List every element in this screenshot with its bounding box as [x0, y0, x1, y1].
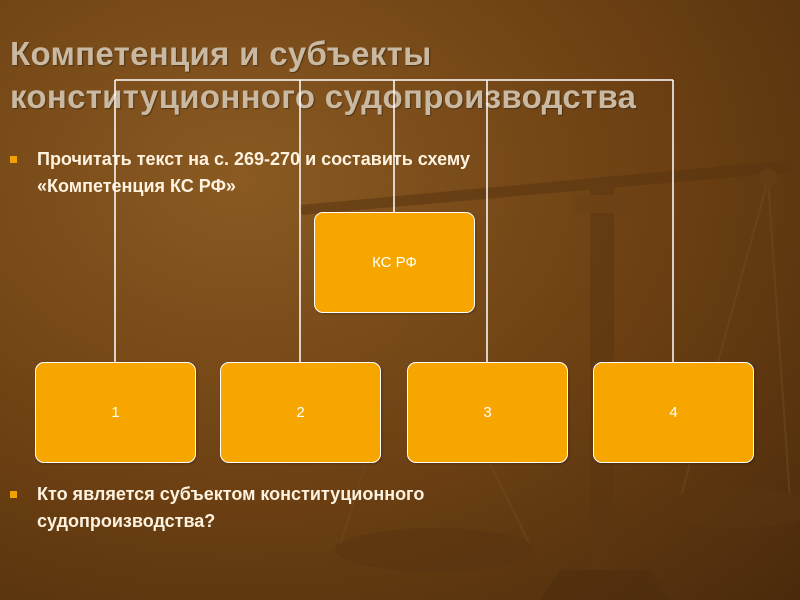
bullet-marker	[10, 491, 17, 498]
bullet-marker	[10, 156, 17, 163]
slide-title: Компетенция и субъекты конституционного …	[10, 32, 790, 118]
bullet-line-2: «Компетенция КС РФ»	[37, 176, 236, 196]
bullet-line-1: Прочитать текст на с. 269-270 и составит…	[37, 149, 470, 169]
bullet-text: Прочитать текст на с. 269-270 и составит…	[37, 146, 630, 200]
title-line-1: Компетенция и субъекты	[10, 35, 432, 72]
diagram-root-node: КС РФ	[314, 212, 475, 313]
bullet-item-question: Кто является субъектом конституционного …	[10, 481, 630, 535]
bullet-item-task: Прочитать текст на с. 269-270 и составит…	[10, 146, 630, 200]
child-node-label: 3	[483, 404, 492, 421]
diagram-child-node-3: 3	[407, 362, 568, 463]
child-node-label: 2	[296, 404, 305, 421]
bullet-text: Кто является субъектом конституционного …	[37, 481, 630, 535]
diagram-child-node-1: 1	[35, 362, 196, 463]
bullet-line-1: Кто является субъектом конституционного	[37, 484, 425, 504]
title-line-2: конституционного судопроизводства	[10, 78, 637, 115]
root-node-label: КС РФ	[372, 254, 417, 271]
diagram-child-node-2: 2	[220, 362, 381, 463]
child-node-label: 4	[669, 404, 678, 421]
diagram-child-node-4: 4	[593, 362, 754, 463]
child-node-label: 1	[111, 404, 120, 421]
bullet-line-2: судопроизводства?	[37, 511, 216, 531]
